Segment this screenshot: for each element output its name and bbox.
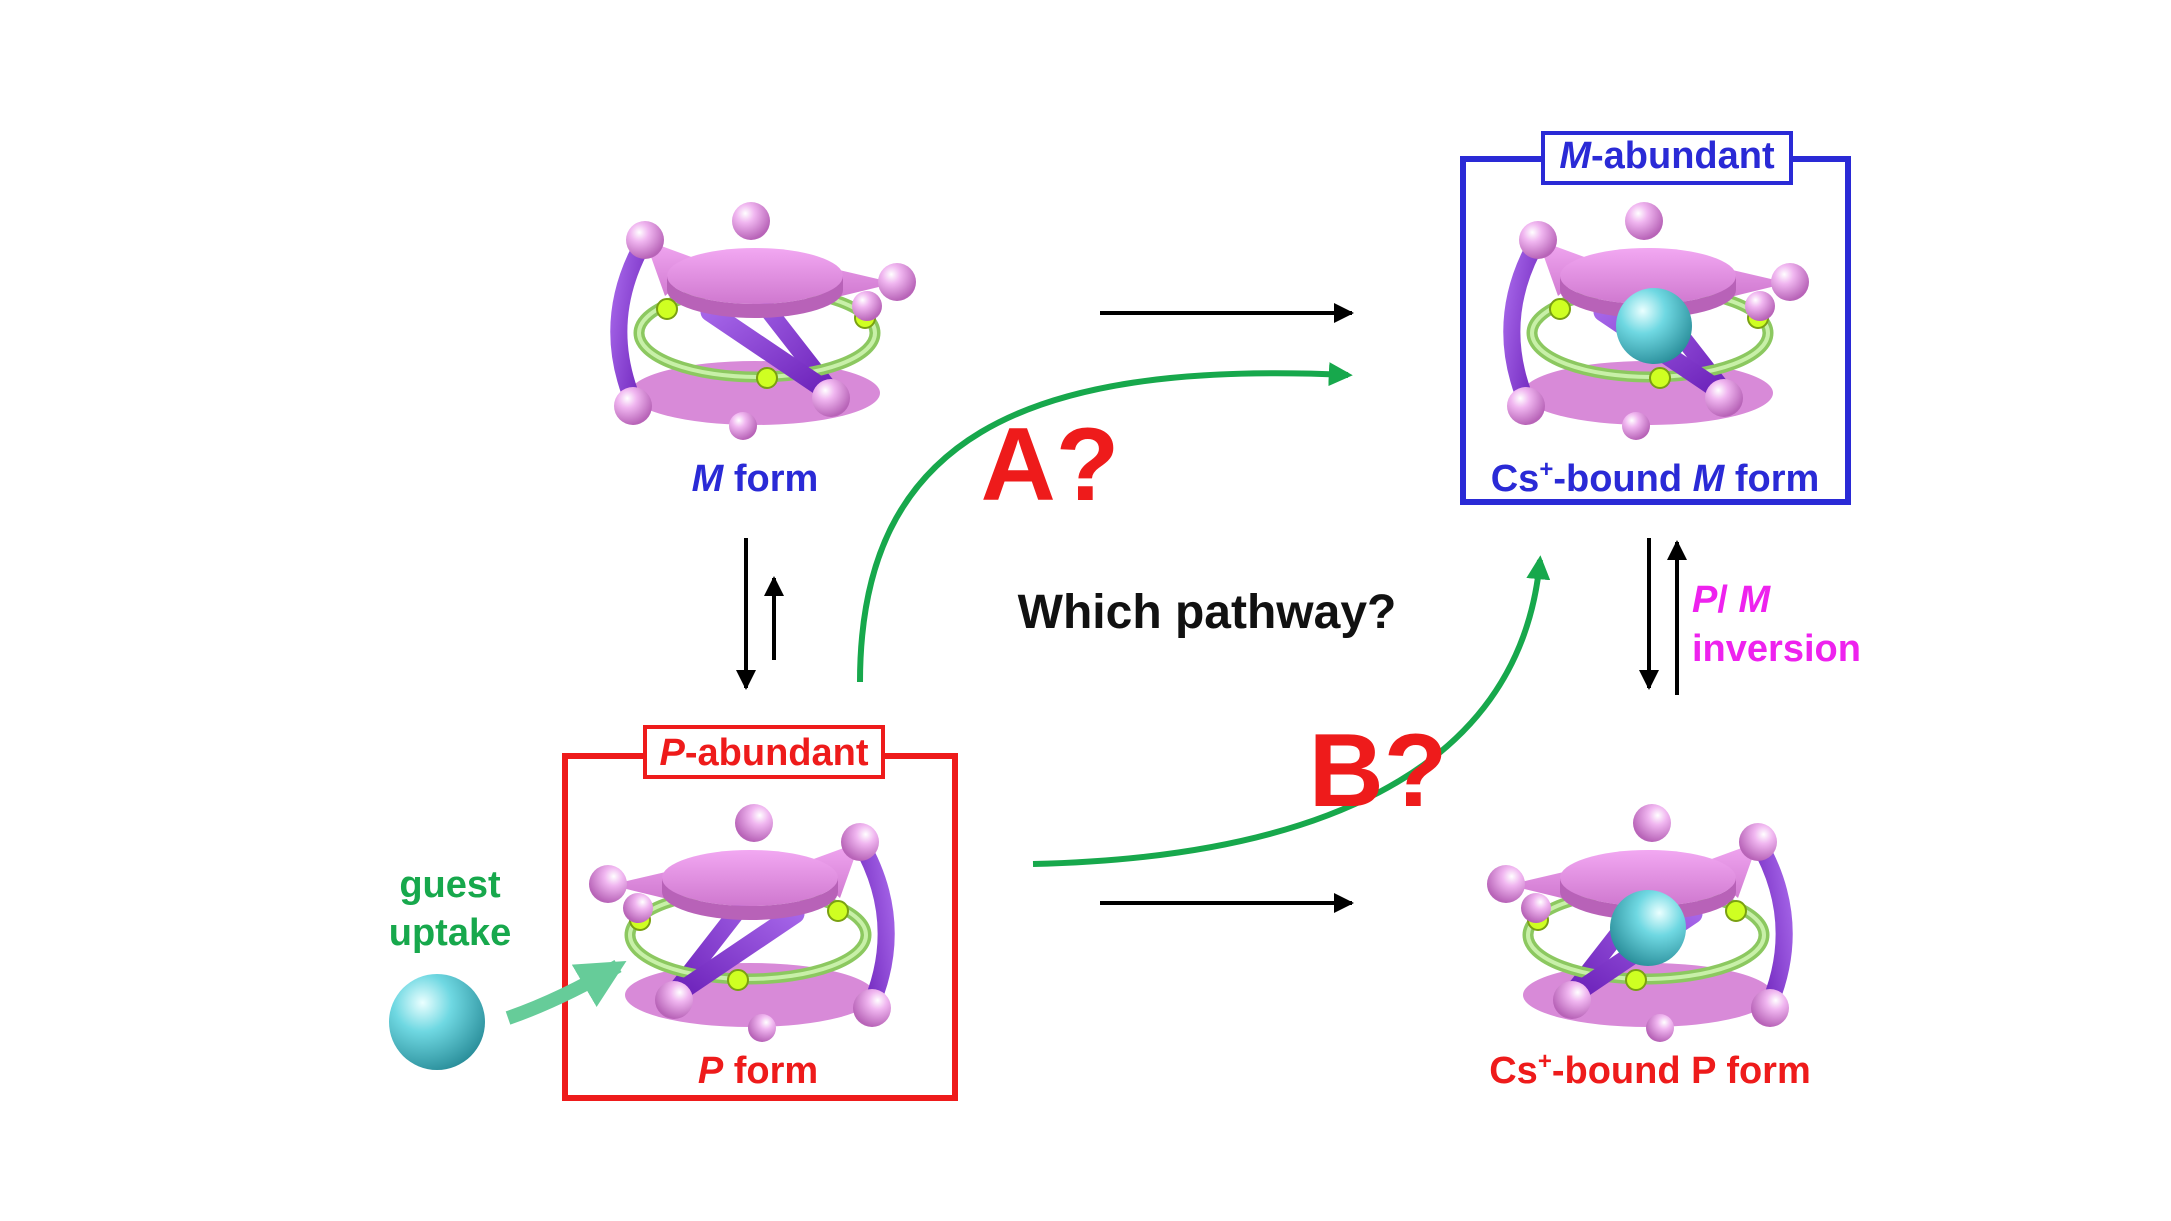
cesium-guest-icon — [389, 974, 485, 1070]
which-pathway-question: Which pathway? — [1018, 586, 1397, 639]
guest-uptake-arrow — [505, 959, 627, 1025]
cesium-ion-icon — [1616, 288, 1692, 364]
inversion-word: inversion — [1692, 628, 1861, 670]
pathway-b-label: B? — [1309, 713, 1448, 829]
m-abundant-tag — [1541, 131, 1793, 185]
inversion-label: P/ M — [1692, 579, 1771, 621]
cesium-ion-icon — [1610, 890, 1686, 966]
m-form-label: M form — [692, 458, 819, 500]
cage-p-cs-icon — [1487, 804, 1789, 1042]
cs-bound-m-label: Cs+-bound M form — [1491, 456, 1820, 500]
cage-m-icon — [614, 202, 916, 440]
p-abundant-label: P-abundant — [660, 732, 869, 774]
cage-m-cs-icon — [1507, 202, 1809, 440]
pathway-a-arrow — [857, 362, 1353, 683]
p-abundant-tag — [643, 725, 885, 779]
pathway-a-label: A? — [981, 407, 1120, 523]
pathway-b-arrow — [1032, 555, 1551, 867]
cage-p-icon — [589, 804, 891, 1042]
guest-uptake-label-line1: guest — [399, 864, 501, 906]
m-abundant-label: M-abundant — [1559, 135, 1775, 177]
cs-bound-p-label: Cs+-bound P form — [1489, 1048, 1811, 1092]
guest-uptake-label-line2: uptake — [389, 912, 511, 954]
p-form-label: P form — [698, 1050, 818, 1092]
